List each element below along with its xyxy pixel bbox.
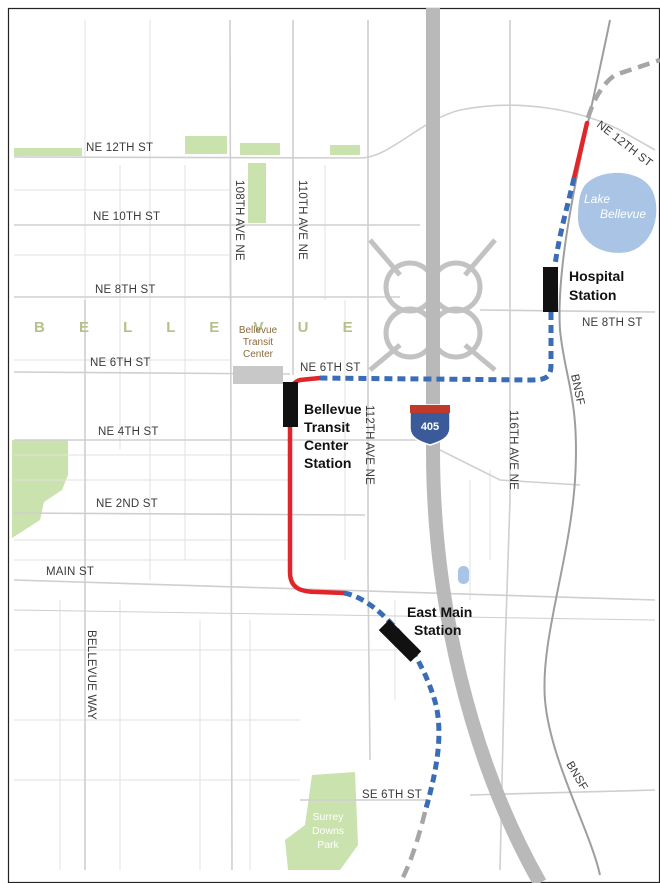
- route-red-north: [571, 120, 590, 181]
- route-blue-north: [552, 177, 577, 266]
- shield-number: 405: [421, 421, 439, 433]
- hospital-station-label-1: Hospital: [569, 268, 624, 284]
- hospital-station-label-2: Station: [569, 287, 616, 303]
- freeway-i405: [426, 8, 547, 883]
- park-strip-1: [14, 148, 82, 156]
- park-strip-3: [240, 143, 280, 155]
- lake-bellevue: [578, 172, 657, 253]
- label-transit-center-1: Bellevue: [239, 325, 278, 336]
- label-transit-center-3: Center: [243, 349, 274, 360]
- street-ne8th: [14, 296, 656, 313]
- park-strip-5: [248, 163, 266, 223]
- street-main: [13, 579, 656, 601]
- label-main: MAIN ST: [46, 566, 94, 578]
- park-surrey-downs: [285, 772, 358, 870]
- route-gray-south: [398, 811, 428, 883]
- label-ne12th: NE 12TH ST: [86, 142, 153, 154]
- eastmain-station-label-1: East Main: [407, 604, 472, 620]
- east-main-station-marker[interactable]: [378, 619, 422, 662]
- park-strip-2: [185, 136, 227, 154]
- route-blue-south: [343, 590, 442, 813]
- label-108th: 108TH AVE NE: [233, 180, 245, 261]
- label-116th: 116TH AVE NE: [507, 410, 519, 490]
- label-ne6th: NE 6TH ST: [90, 357, 151, 369]
- avenue-108th: [229, 19, 233, 871]
- label-ne8th-east: NE 8TH ST: [582, 317, 643, 329]
- transit-center-building: [233, 366, 283, 384]
- btc-station-label-4: Station: [304, 455, 351, 471]
- streets: [13, 19, 656, 871]
- street-ne4th: [14, 439, 581, 486]
- parks: [12, 136, 360, 870]
- label-park-1: Surrey: [313, 811, 345, 823]
- label-ne6th-east: NE 6TH ST: [300, 362, 361, 374]
- avenue-112th: [367, 20, 371, 761]
- route-gray-north: [585, 57, 660, 119]
- bellevue-transit-center-station-marker[interactable]: [283, 382, 298, 427]
- label-lake-2: Bellevue: [600, 207, 646, 221]
- btc-station-label-2: Transit: [304, 419, 350, 435]
- bnsf-railway: [543, 19, 611, 876]
- eastmain-station-label-2: Station: [414, 622, 461, 638]
- hospital-station-marker[interactable]: [543, 267, 558, 312]
- label-ne8th: NE 8TH ST: [95, 284, 156, 296]
- label-112th: 112TH AVE NE: [363, 405, 375, 485]
- i405-shield: 405: [409, 404, 451, 446]
- label-110th: 110TH AVE NE: [296, 180, 308, 260]
- water: [458, 172, 657, 584]
- route-gray-extensions: [398, 57, 660, 883]
- label-bnsf-2: BNSF: [563, 760, 589, 793]
- street-south: [13, 609, 656, 621]
- pond: [458, 566, 469, 584]
- btc-station-label-1: Bellevue: [304, 401, 362, 417]
- label-ne4th: NE 4TH ST: [98, 426, 159, 438]
- label-park-2: Downs: [312, 825, 344, 837]
- label-lake-1: Lake: [584, 192, 610, 206]
- city-label: B E L L E V U E: [34, 319, 368, 336]
- route-blue-ne6th: [319, 312, 554, 383]
- label-bellevue-way: BELLEVUE WAY: [85, 630, 97, 720]
- label-se6th: SE 6TH ST: [362, 789, 422, 801]
- park-strip-4: [330, 145, 360, 155]
- label-transit-center-2: Transit: [243, 337, 273, 348]
- label-park-3: Park: [317, 839, 339, 851]
- label-ne2nd: NE 2ND ST: [96, 498, 158, 510]
- avenue-116th: [499, 20, 511, 871]
- street-ne2nd: [13, 512, 366, 516]
- route-blue-dashed: [319, 177, 577, 813]
- label-ne10th: NE 10TH ST: [93, 211, 160, 223]
- btc-station-label-3: Center: [304, 437, 349, 453]
